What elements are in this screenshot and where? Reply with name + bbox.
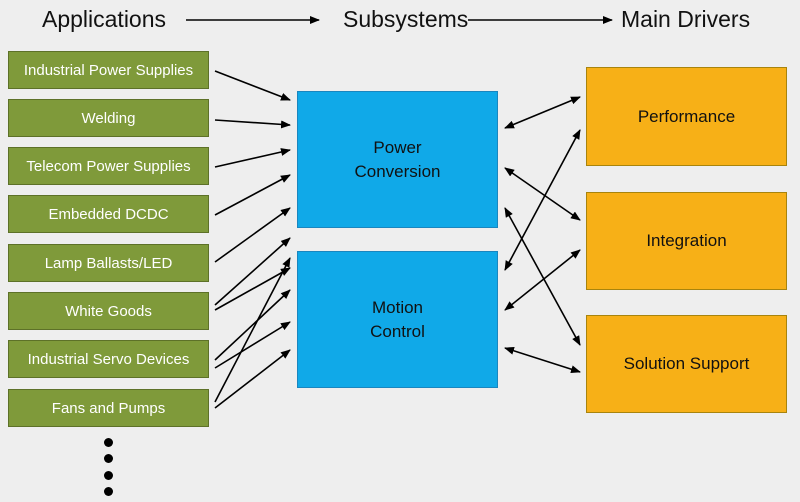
subsystem-label-line: Control [370,321,425,341]
app-to-subsystem-arrow [214,207,291,263]
app-to-subsystem-arrow [214,119,291,129]
app-box-telecom-power-supplies: Telecom Power Supplies [8,147,209,185]
subsystem-driver-arrow [504,346,581,374]
subsystem-driver-arrow [504,249,581,311]
app-to-subsystem-arrow [214,174,291,216]
app-to-subsystem-arrow [214,321,291,369]
app-to-subsystem-arrow [214,257,291,403]
subsystem-driver-arrow [504,96,581,129]
subsystem-label-line: Power [373,137,422,157]
app-to-subsystem-arrow [214,349,291,409]
ellipsis-dot [104,471,113,480]
header-main-drivers: Main Drivers [621,6,751,32]
app-box-industrial-power-supplies: Industrial Power Supplies [8,51,209,89]
ellipsis-dot [104,438,113,447]
subsystem-driver-arrow [504,167,581,221]
subsystem-box-motion-control: Motion Control [297,251,498,388]
header-applications: Applications [42,6,167,32]
app-box-embedded-dcdc: Embedded DCDC [8,195,209,233]
subsystem-box-power-conversion: Power Conversion [297,91,498,228]
ellipsis-dot [104,487,113,496]
subsystem-label-line: Conversion [354,161,441,181]
header-subsystems: Subsystems [343,6,469,32]
driver-box-solution-support: Solution Support [586,315,787,413]
app-box-welding: Welding [8,99,209,137]
app-box-white-goods: White Goods [8,292,209,330]
app-box-industrial-servo-devices: Industrial Servo Devices [8,340,209,378]
subsystem-label-line: Motion [371,297,424,317]
driver-box-performance: Performance [586,67,787,166]
driver-box-integration: Integration [586,192,787,290]
subsystem-driver-arrow [504,129,581,271]
app-box-fans-and-pumps: Fans and Pumps [8,389,209,427]
app-to-subsystem-arrow [214,237,291,306]
app-to-subsystem-arrow [214,289,291,361]
ellipsis-dot [104,454,113,463]
app-box-lamp-ballasts-led: Lamp Ballasts/LED [8,244,209,282]
subsystem-driver-arrow [504,207,581,346]
app-to-subsystem-arrow [214,70,291,101]
app-to-subsystem-arrow [214,267,291,311]
app-to-subsystem-arrow [214,148,291,168]
